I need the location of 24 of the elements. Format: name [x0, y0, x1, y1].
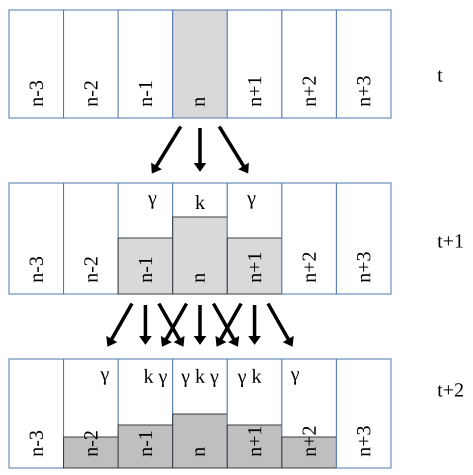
grid-cell: n+2: [281, 10, 337, 118]
grid-cell: n+2: [281, 182, 337, 294]
grid-cell: n-2: [63, 10, 119, 118]
grid-cell: n-3: [8, 10, 64, 118]
grid-cell: n+3: [336, 10, 392, 118]
time-label: t: [437, 70, 443, 82]
grid-cell: n k: [172, 182, 228, 294]
grid-cell: n+1 γ k: [226, 358, 282, 468]
grid-cell: n+3: [336, 182, 392, 294]
grid-cell: n+1 γ: [226, 182, 282, 294]
time-label: t+1: [437, 234, 463, 248]
grid-cell: n γ k γ: [172, 358, 228, 468]
grid-cell: n-1 k γ: [118, 358, 174, 468]
grid-cell: n-2: [63, 182, 119, 294]
grid-cell: n+3: [336, 358, 392, 468]
grid-cell: n-1: [118, 10, 174, 118]
grid-cell: n-3: [8, 182, 64, 294]
grid-cell: n-1 γ: [118, 182, 174, 294]
grid-cell: n-3: [8, 358, 64, 468]
grid-cell: n-2 γ: [63, 358, 119, 468]
grid-cell: n+1: [226, 10, 282, 118]
grid-cell: n: [172, 10, 228, 118]
grid-cell: n+2 γ: [281, 358, 337, 468]
time-label: t+2: [437, 383, 463, 397]
